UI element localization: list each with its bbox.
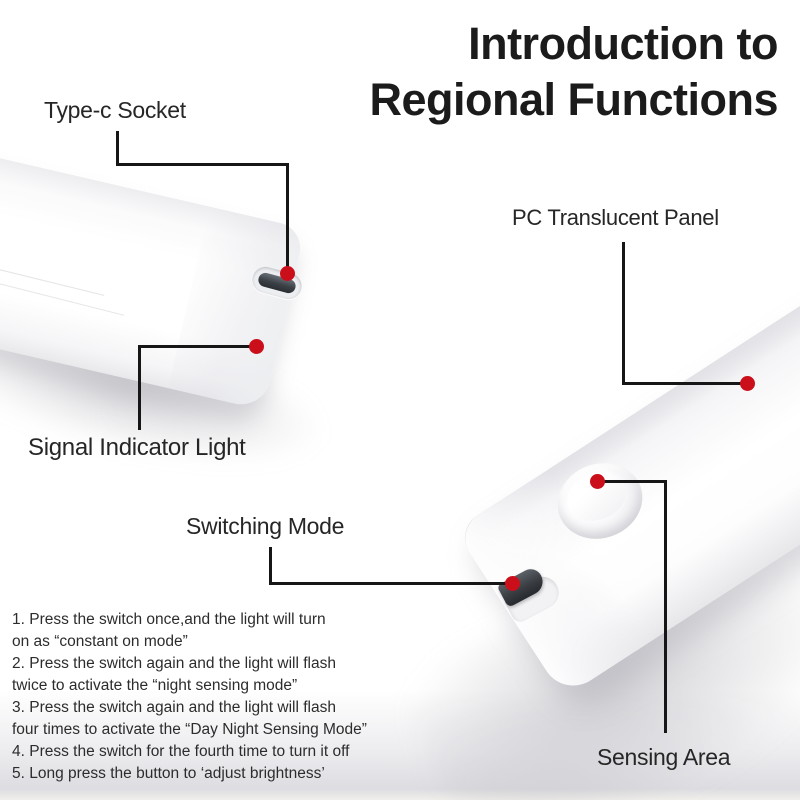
- leader-line-type-c: [286, 163, 289, 275]
- label-switching-mode: Switching Mode: [186, 513, 345, 539]
- leader-line-type-c: [116, 163, 289, 166]
- instruction-item-2: 2. Press the switch again and the light …: [12, 655, 336, 694]
- label-type-c-socket: Type-c Socket: [44, 97, 186, 123]
- leader-line-signal-light: [138, 345, 258, 348]
- instruction-item-1: 1. Press the switch once,and the light w…: [12, 611, 326, 650]
- leader-line-type-c: [116, 131, 119, 166]
- marker-dot-switching-mode: [505, 576, 520, 591]
- instructions-list: 1. Press the switch once,and the light w…: [12, 609, 432, 785]
- label-signal-indicator-light: Signal Indicator Light: [28, 434, 246, 461]
- instruction-item-3: 3. Press the switch again and the light …: [12, 699, 367, 738]
- marker-dot-pc-panel: [740, 376, 755, 391]
- page-title: Introduction to Regional Functions: [369, 18, 778, 125]
- leader-line-pc-panel: [622, 382, 750, 385]
- instruction-item-5: 5. Long press the button to ‘adjust brig…: [12, 765, 325, 782]
- marker-dot-type-c: [280, 266, 295, 281]
- instruction-item-4: 4. Press the switch for the fourth time …: [12, 743, 350, 760]
- leader-line-sensing-area: [664, 480, 667, 733]
- leader-line-switching-mode: [269, 582, 509, 585]
- panel-seam: [0, 257, 125, 316]
- leader-line-switching-mode: [269, 547, 272, 585]
- leader-line-signal-light: [138, 345, 141, 430]
- marker-dot-signal-light: [249, 339, 264, 354]
- label-pc-translucent-panel: PC Translucent Panel: [512, 205, 719, 230]
- label-sensing-area: Sensing Area: [597, 744, 731, 770]
- leader-line-pc-panel: [622, 242, 625, 385]
- leader-line-sensing-area: [597, 480, 667, 483]
- marker-dot-sensing-area: [590, 474, 605, 489]
